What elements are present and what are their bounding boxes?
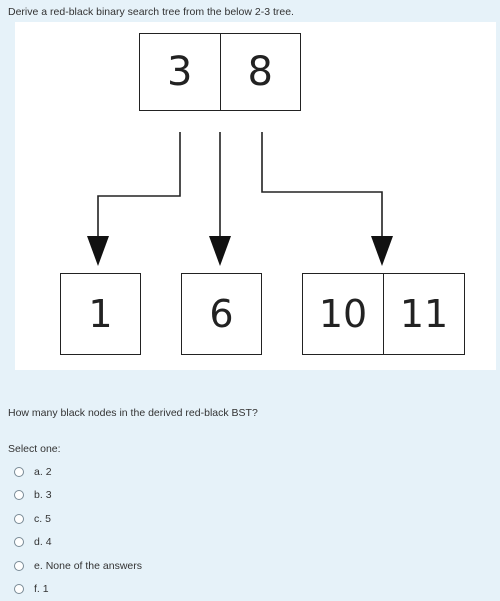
- option-text: None of the answers: [46, 560, 142, 572]
- question-text: How many black nodes in the derived red-…: [8, 407, 258, 419]
- radio-button[interactable]: [14, 537, 24, 547]
- option-f[interactable]: f. 1: [14, 578, 142, 601]
- option-text: 5: [45, 513, 51, 525]
- edge-left: [98, 132, 180, 240]
- option-letter: e.: [34, 560, 43, 572]
- leaf-right-key-2: 11: [383, 274, 464, 354]
- leaf-middle-key: 6: [182, 274, 261, 354]
- option-b[interactable]: b. 3: [14, 484, 142, 508]
- option-e[interactable]: e. None of the answers: [14, 554, 142, 578]
- leaf-node-right: 10 11: [302, 273, 465, 355]
- root-key-1: 3: [140, 34, 220, 110]
- select-one-label: Select one:: [8, 443, 61, 455]
- radio-button[interactable]: [14, 584, 24, 594]
- root-node: 3 8: [139, 33, 301, 111]
- arrowhead-middle: [209, 236, 231, 266]
- option-d[interactable]: d. 4: [14, 531, 142, 555]
- answer-options: a. 2 b. 3 c. 5 d. 4 e. None of the answe…: [14, 460, 142, 601]
- leaf-node-left: 1: [60, 273, 141, 355]
- edge-right: [262, 132, 382, 240]
- option-letter: d.: [34, 536, 43, 548]
- arrowhead-left: [87, 236, 109, 266]
- option-c[interactable]: c. 5: [14, 507, 142, 531]
- leaf-right-key-1: 10: [303, 274, 383, 354]
- radio-button[interactable]: [14, 561, 24, 571]
- option-text: 1: [43, 583, 49, 595]
- arrowhead-right: [371, 236, 393, 266]
- option-text: 4: [46, 536, 52, 548]
- option-letter: c.: [34, 513, 42, 525]
- option-text: 3: [46, 489, 52, 501]
- option-text: 2: [46, 466, 52, 478]
- radio-button[interactable]: [14, 467, 24, 477]
- option-a[interactable]: a. 2: [14, 460, 142, 484]
- radio-button[interactable]: [14, 490, 24, 500]
- question-prompt: Derive a red-black binary search tree fr…: [8, 6, 294, 18]
- option-letter: f.: [34, 583, 40, 595]
- option-letter: b.: [34, 489, 43, 501]
- leaf-node-middle: 6: [181, 273, 262, 355]
- radio-button[interactable]: [14, 514, 24, 524]
- root-key-2: 8: [220, 34, 301, 110]
- option-letter: a.: [34, 466, 43, 478]
- leaf-left-key: 1: [61, 274, 140, 354]
- tree-diagram: 3 8 1 6 10 11: [15, 22, 496, 370]
